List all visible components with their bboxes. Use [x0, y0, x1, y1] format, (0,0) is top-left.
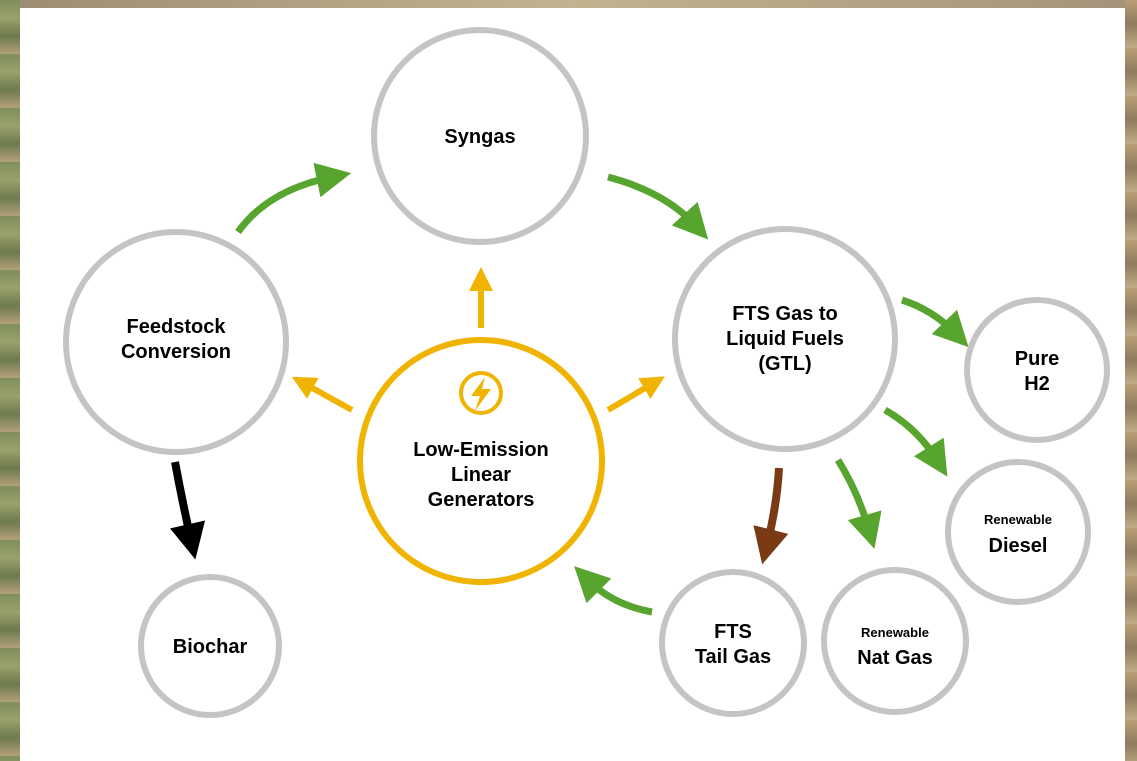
background-photo-top [0, 0, 1137, 8]
node-renewable-nat-gas: Renewable Nat Gas [821, 567, 969, 715]
arrow-fts-to-h2 [900, 296, 969, 348]
arrow-fts-to-tailgas [753, 467, 789, 565]
arrow-feedstock-to-biochar [169, 461, 206, 560]
lightning-bolt-icon [459, 371, 503, 415]
node-fts-label-line3: (GTL) [758, 353, 811, 375]
background-photo-right [1125, 0, 1137, 761]
arrow-generator-to-feedstock [291, 376, 354, 413]
node-generators-label-line3: Generators [428, 489, 535, 511]
node-feedstock-conversion: Feedstock Conversion [63, 229, 289, 455]
node-generators-label-line1: Low-Emission [413, 439, 549, 461]
node-tailgas-label-line1: FTS [714, 621, 752, 643]
node-natgas-label-line2: Nat Gas [857, 647, 933, 669]
node-natgas-label-line1: Renewable [861, 625, 929, 640]
background-photo-left [0, 0, 20, 761]
process-diagram: Syngas Feedstock Conversion FTS Gas to L… [63, 27, 1110, 718]
node-syngas: Syngas [371, 27, 589, 245]
node-pure-h2: Pure H2 [964, 297, 1110, 443]
node-feedstock-label-line2: Conversion [121, 341, 231, 363]
arrow-feedstock-to-syngas [235, 162, 352, 235]
arrow-syngas-to-fts [607, 173, 709, 240]
arrow-tailgas-to-generator [574, 566, 653, 616]
node-h2-label-line1: Pure [1015, 348, 1059, 370]
node-fts-tail-gas: FTS Tail Gas [659, 569, 807, 717]
node-feedstock-label-line1: Feedstock [127, 316, 227, 338]
node-diesel-label-line1: Renewable [984, 512, 1052, 527]
node-syngas-label: Syngas [444, 126, 515, 148]
node-biochar-label: Biochar [173, 636, 248, 658]
arrow-generator-to-fts [606, 376, 665, 413]
arrow-fts-to-diesel [883, 406, 948, 477]
node-fts-label-line2: Liquid Fuels [726, 328, 844, 350]
node-renewable-diesel: Renewable Diesel [945, 459, 1091, 605]
node-linear-generators: Low-Emission Linear Generators [357, 337, 605, 585]
node-fts-label-line1: FTS Gas to [732, 303, 838, 325]
arrow-fts-to-natgas [835, 458, 882, 549]
node-fts-gtl: FTS Gas to Liquid Fuels (GTL) [672, 226, 898, 452]
node-diesel-label-line2: Diesel [989, 535, 1048, 557]
node-tailgas-label-line2: Tail Gas [695, 646, 771, 668]
diagram-panel: Syngas Feedstock Conversion FTS Gas to L… [20, 8, 1125, 761]
node-h2-label-line2: H2 [1024, 373, 1050, 395]
node-biochar: Biochar [138, 574, 282, 718]
node-generators-label-line2: Linear [451, 464, 511, 486]
